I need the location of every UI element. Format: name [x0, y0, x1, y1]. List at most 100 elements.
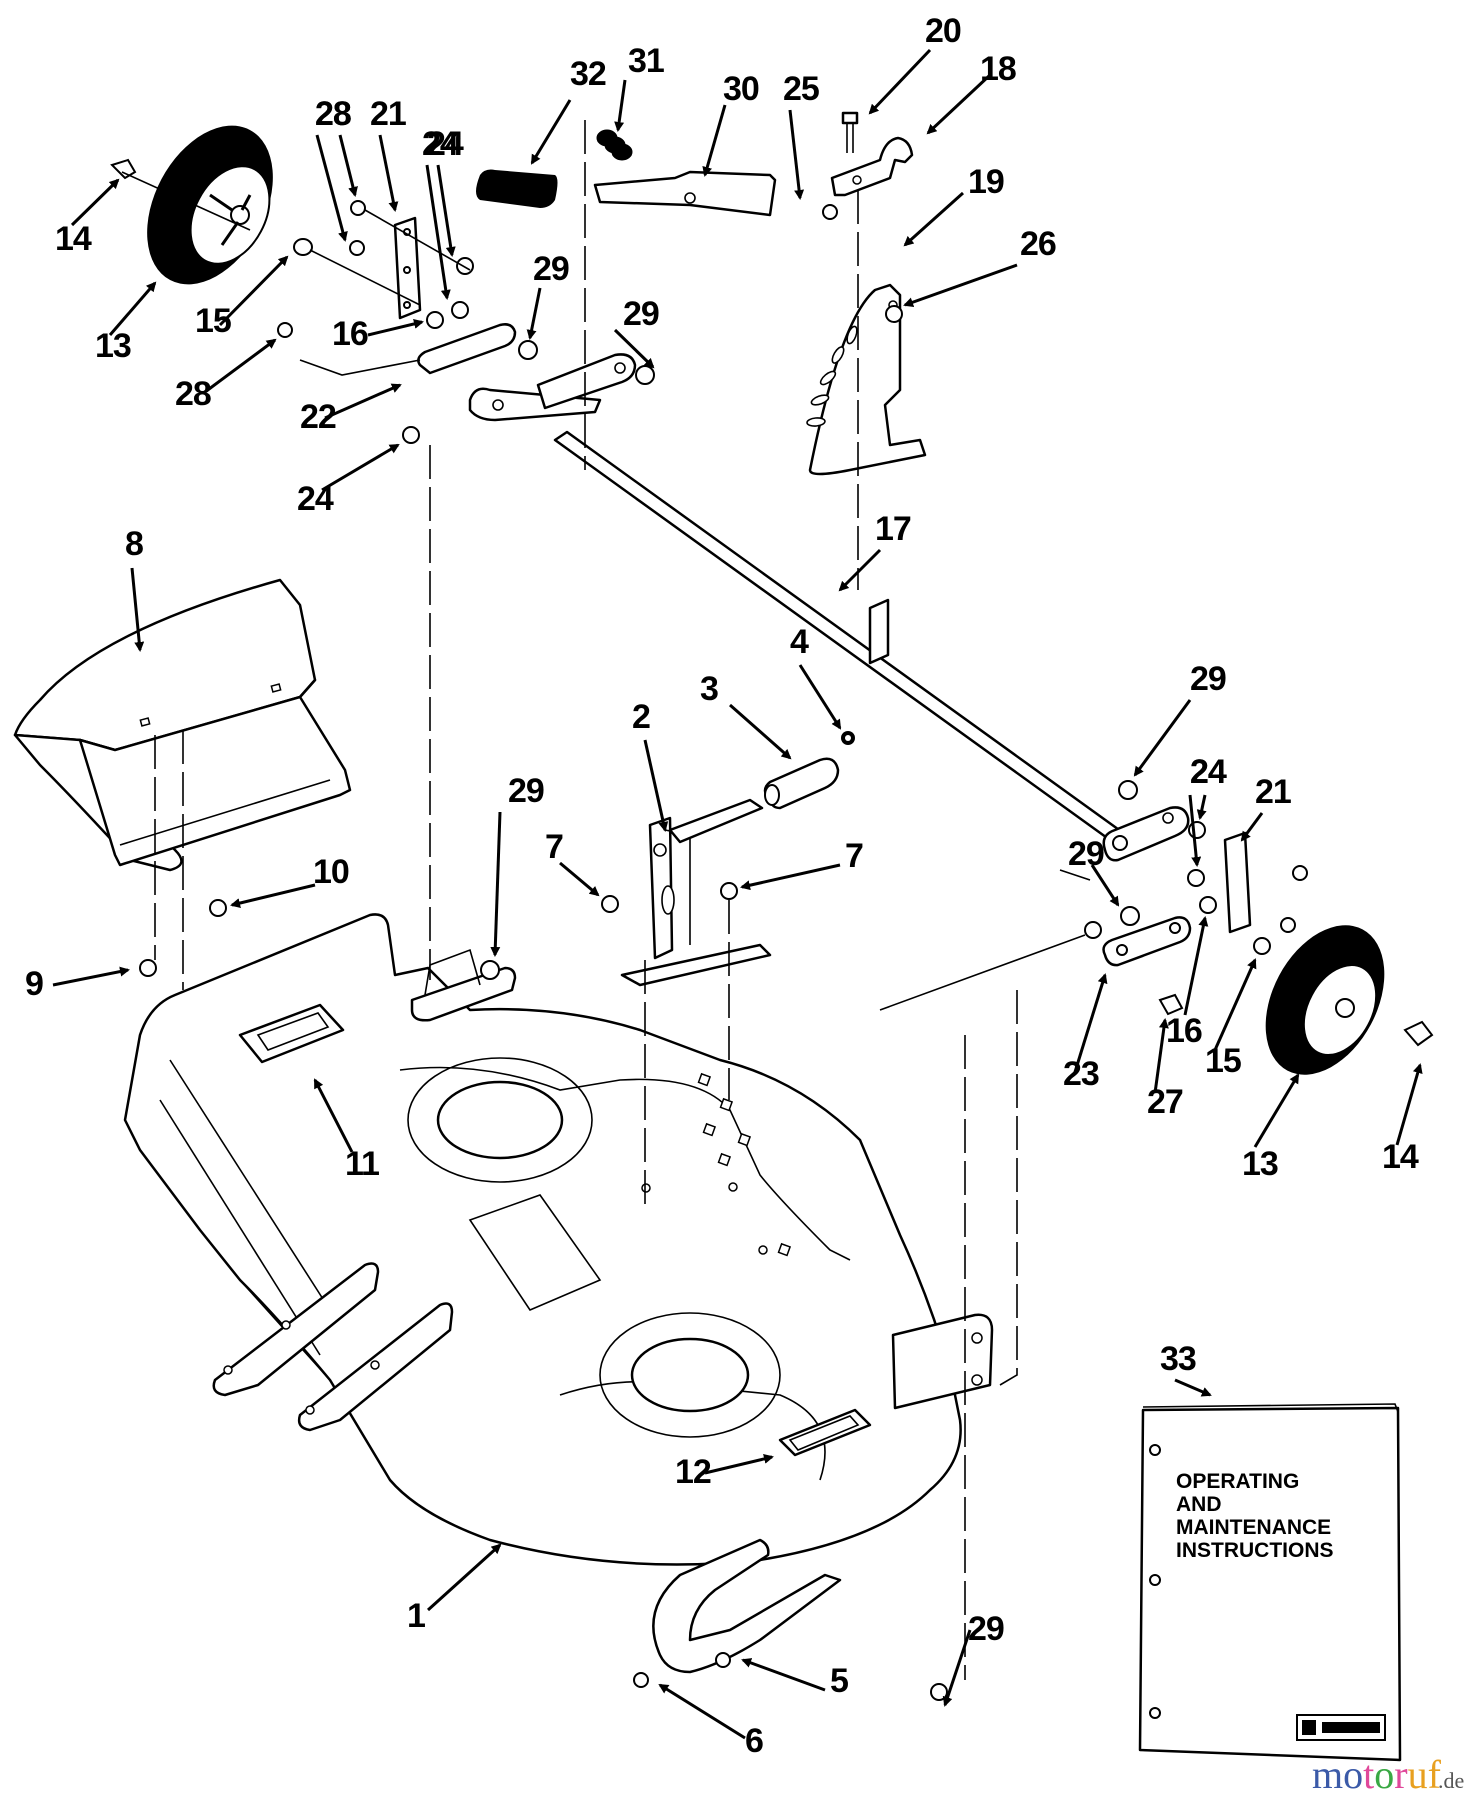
callout-label-2: 2	[632, 698, 650, 736]
callout-arrow-21	[378, 134, 399, 212]
watermark-letter: f	[1428, 1752, 1442, 1797]
leader-lines	[121, 120, 1091, 1680]
callout-label-24: 24	[422, 125, 459, 163]
height-adjust-rod	[468, 353, 1190, 862]
callout-label-13: 13	[1242, 1145, 1278, 1183]
watermark: motoruf .de	[1312, 1752, 1464, 1797]
bolt-28-head-c	[277, 322, 293, 338]
bolt-27-head	[1158, 993, 1184, 1016]
callout-label-28: 28	[175, 375, 211, 413]
callout-arrow-16	[1183, 916, 1209, 1016]
callout-arrow-29	[1133, 699, 1192, 777]
callout-label-1: 1	[407, 1597, 425, 1635]
callout-arrow-24	[321, 443, 400, 492]
watermark-suffix: .de	[1438, 1768, 1464, 1793]
callout-arrow-26	[903, 263, 1018, 308]
nut-29-f	[930, 1683, 948, 1701]
callout-label-29: 29	[533, 250, 569, 288]
callout-arrow-19	[903, 191, 965, 247]
bolt-28-head-b	[349, 240, 365, 256]
callout-label-5: 5	[830, 1662, 848, 1700]
callout-label-8: 8	[125, 525, 143, 563]
callout-arrow-7	[559, 861, 600, 897]
callout-label-16: 16	[1166, 1012, 1202, 1050]
callout-arrow-3	[729, 703, 792, 760]
nut-16-left	[426, 311, 444, 329]
callout-label-15: 15	[1205, 1042, 1241, 1080]
callout-arrow-5	[741, 1658, 826, 1692]
wheel-bracket-21-right	[1223, 831, 1252, 934]
owners-manual: OPERATING AND MAINTENANCE INSTRUCTIONS	[1138, 1403, 1402, 1762]
spindle-opening-right	[630, 1337, 750, 1413]
spacer-24-c	[402, 426, 420, 444]
callout-arrow-21	[1240, 812, 1264, 842]
callout-arrow-9	[52, 966, 130, 987]
callout-arrow-25	[788, 109, 805, 200]
callout-label-28: 28	[315, 95, 351, 133]
callout-arrow-28	[315, 134, 348, 242]
watermark-text: motoruf	[1312, 1752, 1442, 1797]
callout-label-20: 20	[925, 12, 961, 50]
callout-arrow-17	[838, 548, 882, 592]
wheel-left	[147, 125, 273, 285]
callout-arrow-22	[324, 383, 402, 420]
watermark-letter: o	[1374, 1752, 1394, 1797]
callout-label-18: 18	[980, 50, 1016, 88]
callout-arrow-29	[490, 811, 502, 957]
bolt-14-head-right	[1403, 1020, 1434, 1047]
bolt-14-head-left	[110, 158, 137, 180]
callout-label-27: 27	[1147, 1083, 1183, 1121]
callout-arrow-32	[530, 99, 572, 165]
callout-label-30: 30	[723, 70, 759, 108]
callout-label-16: 16	[332, 315, 368, 353]
washer-15-right	[1253, 937, 1271, 955]
mower-deck	[123, 731, 994, 1674]
callout-arrow-18	[926, 73, 992, 135]
spring	[596, 129, 633, 161]
callout-label-21: 21	[1255, 773, 1291, 811]
callout-label-21: 21	[370, 95, 406, 133]
callout-arrow-29	[526, 287, 542, 340]
callout-arrow-23	[1073, 973, 1108, 1073]
nut-29-e	[480, 960, 500, 980]
nut-7-a	[601, 895, 619, 913]
callout-label-24: 24	[1190, 753, 1227, 791]
callout-arrow-13	[108, 281, 157, 336]
screw-5	[715, 1652, 731, 1668]
callout-label-10: 10	[313, 853, 349, 891]
callout-arrow-12	[704, 1453, 774, 1475]
height-adjust-bracket	[806, 283, 927, 476]
manual-title-line-4: INSTRUCTIONS	[1176, 1539, 1334, 1562]
watermark-letter: t	[1363, 1752, 1374, 1797]
callout-label-6: 6	[745, 1722, 763, 1760]
callout-label-9: 9	[25, 965, 43, 1003]
callout-label-14: 14	[1382, 1138, 1419, 1176]
callout-label-26: 26	[1020, 225, 1056, 263]
callout-arrow-2	[643, 739, 669, 832]
callout-arrow-14	[70, 178, 120, 227]
nut-10	[209, 899, 227, 917]
screw-25	[822, 204, 838, 220]
nut-7-b	[720, 882, 738, 900]
callout-label-33: 33	[1160, 1340, 1196, 1378]
callout-label-29: 29	[623, 295, 659, 333]
grip	[476, 169, 558, 208]
callout-arrow-6	[658, 1683, 746, 1740]
spacer-24-b	[451, 301, 469, 319]
callout-arrow-27	[1153, 1018, 1169, 1094]
height-adjust-lever	[593, 170, 777, 217]
callout-label-29: 29	[1068, 835, 1104, 873]
nut-16-right	[1199, 896, 1217, 914]
callout-arrow-29	[942, 1629, 972, 1707]
callout-label-29: 29	[1190, 660, 1226, 698]
callout-arrow-11	[313, 1078, 354, 1153]
bolt-28-head-d	[1292, 865, 1308, 881]
wheel-right	[1265, 925, 1385, 1075]
callout-arrow-29	[613, 328, 655, 369]
manual-title-line-1: OPERATING	[1176, 1470, 1299, 1493]
callout-arrow-4	[798, 664, 842, 730]
spacer-24-f	[1084, 921, 1102, 939]
callout-label-4: 4	[790, 623, 809, 661]
callout-label-29: 29	[968, 1610, 1004, 1648]
